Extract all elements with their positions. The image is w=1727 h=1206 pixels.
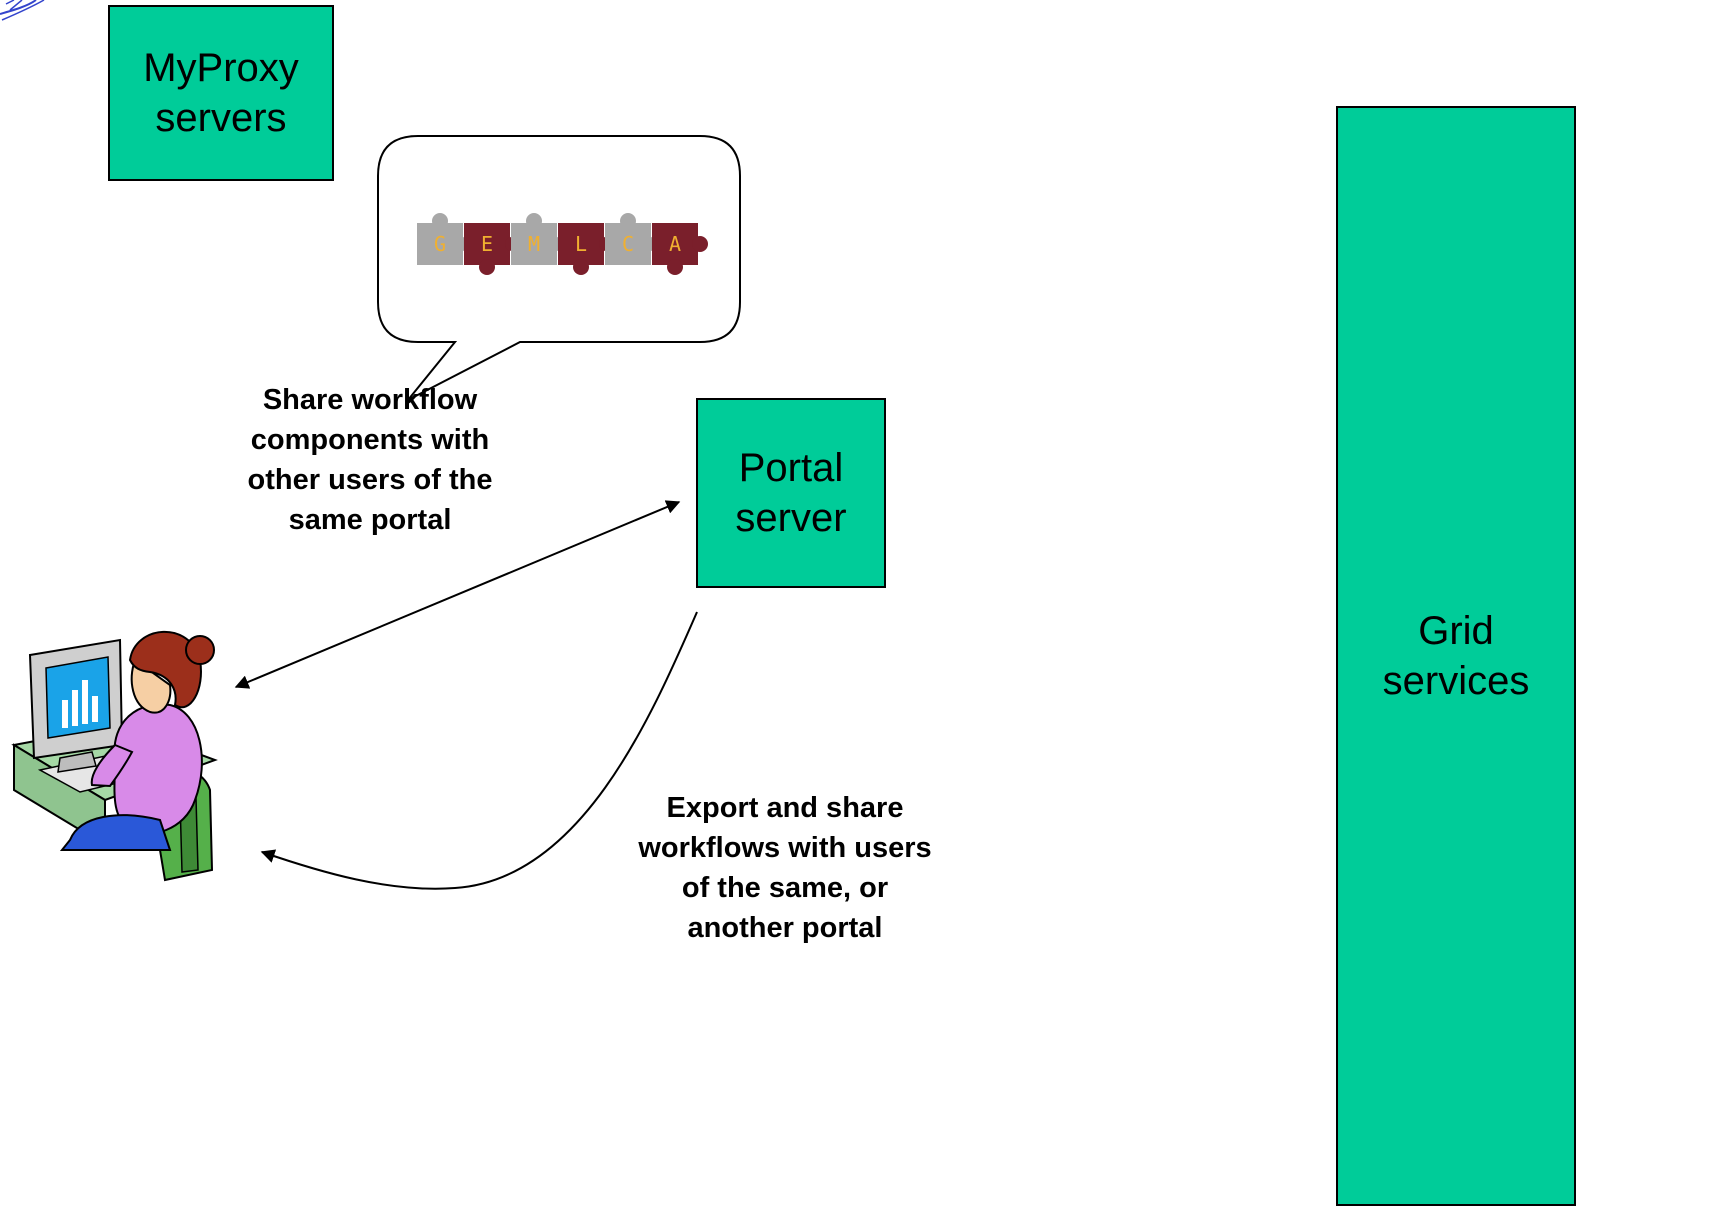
grid-services-box: Grid services xyxy=(1336,106,1576,1206)
puzzle-letter: G xyxy=(434,232,446,256)
portal-label-line-2: server xyxy=(735,496,847,540)
portal-export-arrow xyxy=(260,611,698,890)
portal-server-box: Portal server xyxy=(696,398,886,588)
export-caption-line-1: Export and share xyxy=(666,792,904,824)
user-portal-arrow xyxy=(234,500,681,689)
myproxy-label-line-2: servers xyxy=(155,96,287,140)
share-caption-line-4: same portal xyxy=(288,504,452,536)
puzzle-letter: M xyxy=(528,232,540,256)
export-caption-line-2: workflows with users xyxy=(638,832,932,864)
puzzle-piece-a: A xyxy=(652,223,708,275)
export-caption-line-4: another portal xyxy=(687,912,883,944)
share-caption-line-2: components with xyxy=(250,424,490,456)
myproxy-servers-box: MyProxy servers xyxy=(108,5,334,181)
myproxy-label-line-1: MyProxy xyxy=(143,46,299,90)
export-workflows-caption: Export and share workflows with users of… xyxy=(575,788,995,948)
puzzle-letter: A xyxy=(669,232,681,256)
grid-label-line-2: services xyxy=(1382,659,1530,703)
grid-label-line-1: Grid xyxy=(1418,609,1494,653)
export-caption-line-3: of the same, or xyxy=(681,872,889,904)
puzzle-letter: E xyxy=(481,232,493,256)
callout-bubble xyxy=(377,135,741,401)
puzzle-letter: L xyxy=(575,232,587,256)
puzzle-piece-c: C xyxy=(605,213,660,265)
share-caption-line-1: Share workflow xyxy=(262,384,478,416)
portal-label-line-1: Portal xyxy=(738,446,844,490)
puzzle-letter: C xyxy=(622,232,634,256)
share-caption-line-3: other users of the xyxy=(247,464,493,496)
share-components-caption: Share workflow components with other use… xyxy=(190,380,550,540)
